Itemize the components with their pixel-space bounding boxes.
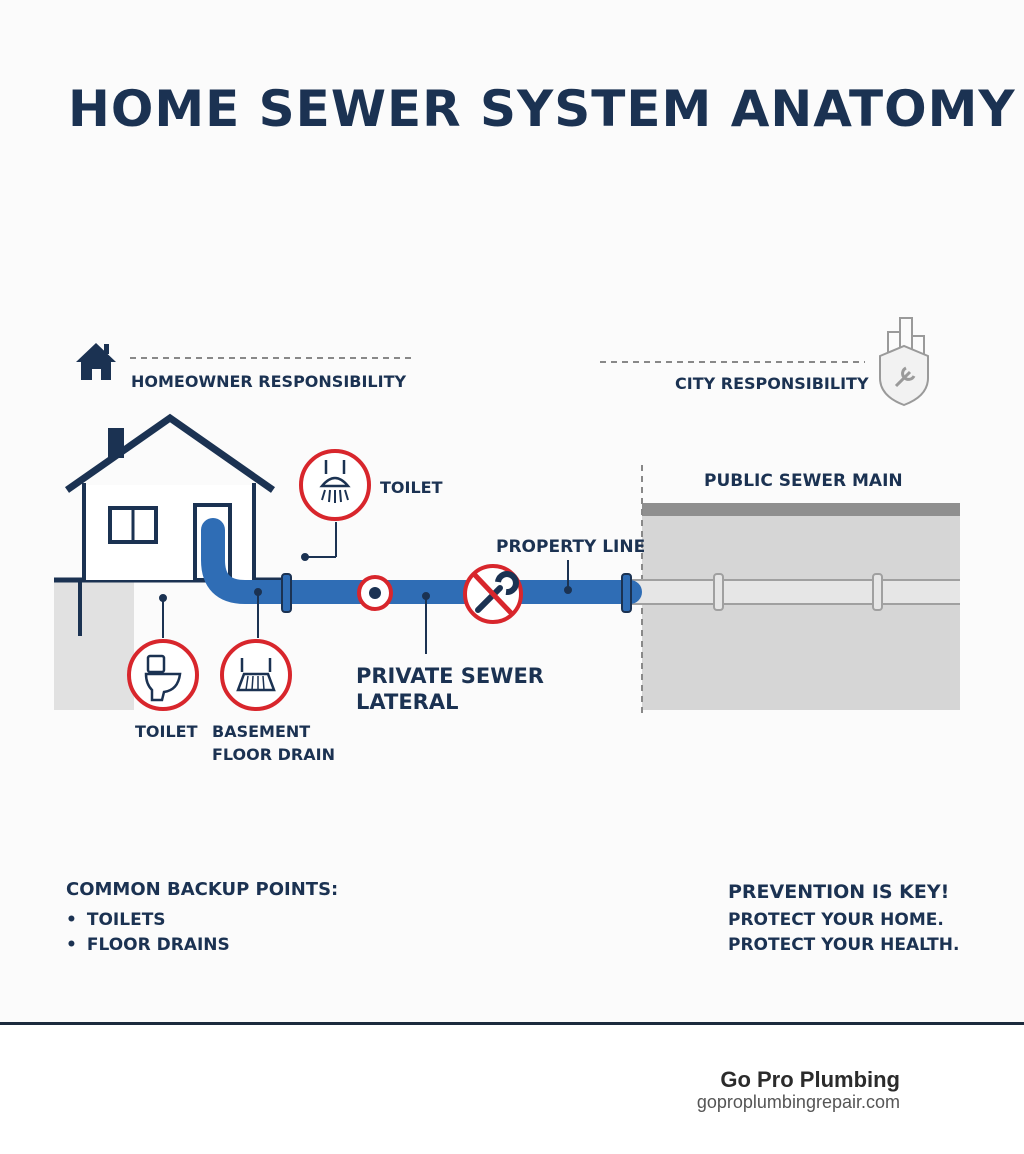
backup-heading: COMMON BACKUP POINTS: (66, 879, 339, 900)
shower-icon (299, 449, 371, 521)
brand-url[interactable]: goproplumbingrepair.com (696, 1092, 900, 1112)
brand-name: Go Pro Plumbing (720, 1067, 900, 1092)
footer (0, 1025, 1024, 1154)
toilet-icon (127, 639, 199, 711)
property-line-label: PROPERTY LINE (496, 537, 646, 557)
backup-list: TOILETS FLOOR DRAINS (66, 910, 230, 960)
ground-area (54, 580, 134, 710)
page-title: HOME SEWER SYSTEM ANATOMY (68, 80, 1016, 138)
floor-drain-icon (220, 639, 292, 711)
prevention-line-2: PROTECT YOUR HEALTH. (728, 935, 960, 955)
prevention-heading: PREVENTION IS KEY! (728, 881, 950, 903)
public-sewer-main-block (642, 505, 960, 710)
homeowner-responsibility-label: HOMEOWNER RESPONSIBILITY (131, 372, 407, 391)
no-wrench-icon (463, 564, 523, 624)
private-sewer-lateral-pipe (201, 518, 642, 613)
toilet-upper-label: TOILET (380, 478, 443, 497)
toilet-lower-label: TOILET (135, 722, 198, 741)
footer-divider (0, 1022, 1024, 1025)
city-responsibility-label: CITY RESPONSIBILITY (675, 374, 869, 393)
list-item: TOILETS (66, 910, 230, 935)
sewer-diagram (54, 317, 960, 718)
basement-label: BASEMENT (212, 722, 311, 741)
private-sewer-label: PRIVATE SEWER (356, 664, 544, 688)
floor-drain-label: FLOOR DRAIN (212, 745, 335, 764)
city-shield-icon (879, 317, 929, 407)
house-icon (76, 343, 116, 380)
cleanout-icon (357, 575, 393, 611)
house-outline (64, 413, 276, 582)
list-item: FLOOR DRAINS (66, 935, 230, 960)
prevention-line-1: PROTECT YOUR HOME. (728, 910, 944, 930)
lateral-label: LATERAL (356, 690, 459, 714)
public-sewer-main-label: PUBLIC SEWER MAIN (704, 471, 903, 491)
